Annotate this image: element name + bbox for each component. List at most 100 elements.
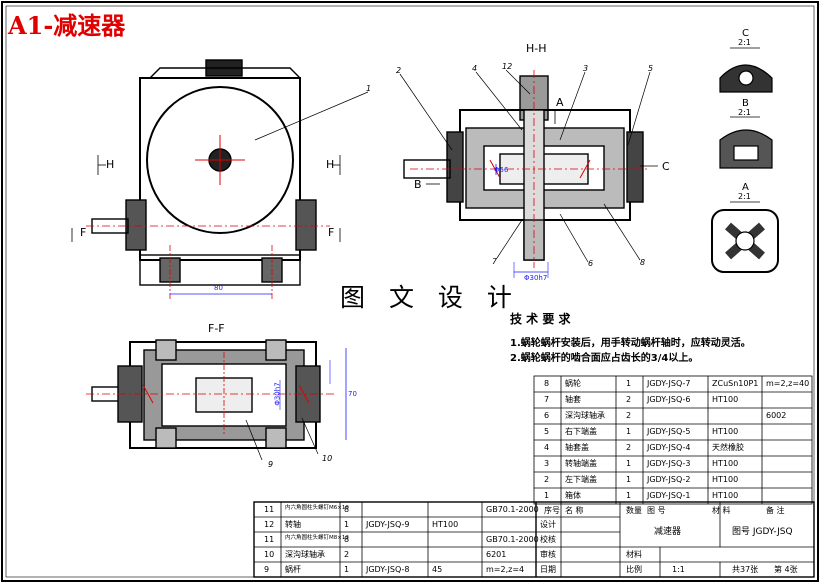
table-cell: HT100 bbox=[712, 427, 739, 436]
dimension-text: Φ56 bbox=[494, 166, 509, 174]
table-cell: 2 bbox=[626, 443, 632, 452]
balloon: 3 bbox=[583, 64, 589, 73]
table-cell: JGDY-JSQ-2 bbox=[647, 475, 691, 484]
table-cell: 12 bbox=[264, 520, 275, 529]
balloon: 5 bbox=[648, 64, 654, 73]
section-ff-view bbox=[86, 339, 347, 461]
table-cell: JGDY-JSQ-9 bbox=[366, 520, 410, 529]
table-cell: 内六角圆柱头螺钉M6×10 bbox=[285, 505, 349, 511]
tb-sheets: 共37张 bbox=[732, 565, 759, 574]
tb-material: 材料 bbox=[626, 550, 642, 559]
note-2: 2.蜗轮蜗杆的啮合面应占齿长的3/4以上。 bbox=[510, 353, 699, 364]
arrow-c: C bbox=[662, 160, 670, 173]
table-cell: 内六角圆柱头螺钉M8×12 bbox=[285, 535, 349, 541]
arrow-a: A bbox=[556, 96, 564, 109]
arrow-f-left: F bbox=[80, 226, 87, 239]
table-cell: 备 注 bbox=[766, 506, 785, 515]
view-b-label: B bbox=[742, 98, 749, 109]
table-cell: HT100 bbox=[432, 520, 459, 529]
note-1: 1.蜗轮蜗杆安装后，用手转动蜗杆轴时，应转动灵活。 bbox=[510, 338, 751, 349]
table-cell: m=2,z=40 bbox=[766, 379, 810, 388]
table-cell: 7 bbox=[544, 395, 550, 404]
table-cell: 11 bbox=[264, 505, 275, 514]
table-cell: 8 bbox=[344, 535, 350, 544]
table-cell: m=2,z=4 bbox=[486, 565, 525, 574]
bom-upper-grid bbox=[533, 375, 813, 505]
table-cell: 名 称 bbox=[565, 506, 584, 515]
view-b-scale: 2:1 bbox=[738, 108, 751, 117]
front-view bbox=[71, 59, 369, 300]
tb-drawing-no: 图号 JGDY-JSQ bbox=[732, 527, 793, 537]
tb-scale-label: 比例 bbox=[626, 565, 642, 574]
table-cell: 6 bbox=[544, 411, 550, 420]
detail-views bbox=[711, 47, 779, 273]
table-cell: 11 bbox=[264, 535, 275, 544]
table-cell: 转轴 bbox=[285, 520, 301, 529]
arrow-f-right: F bbox=[328, 226, 335, 239]
section-ff-label: F-F bbox=[208, 322, 225, 335]
tb-sheet-no: 第 4张 bbox=[774, 565, 798, 574]
table-cell: 1 bbox=[626, 475, 632, 484]
section-hh-label: H-H bbox=[526, 42, 547, 55]
balloon: 6 bbox=[588, 259, 594, 268]
table-cell: 深沟球轴承 bbox=[285, 550, 325, 559]
table-cell: 8 bbox=[544, 379, 550, 388]
section-hh-view bbox=[399, 69, 658, 278]
table-cell: GB70.1-2000 bbox=[486, 505, 539, 514]
arrow-b: B bbox=[414, 178, 422, 191]
table-cell: JGDY-JSQ-5 bbox=[647, 427, 691, 436]
notes-title: 技 术 要 求 bbox=[510, 312, 571, 326]
table-cell: 数量 bbox=[626, 506, 642, 515]
tb-check: 校核 bbox=[540, 535, 556, 544]
tb-scale: 1:1 bbox=[672, 565, 685, 574]
table-cell: 2 bbox=[626, 411, 632, 420]
table-cell: 5 bbox=[544, 427, 550, 436]
table-cell: 1 bbox=[344, 520, 350, 529]
tb-review: 审核 bbox=[540, 550, 556, 559]
table-cell: 转轴端盖 bbox=[565, 459, 597, 468]
table-cell: 6002 bbox=[766, 411, 787, 420]
table-cell: 轴套 bbox=[565, 395, 581, 404]
dimension-text: 70 bbox=[348, 390, 357, 398]
table-cell: 4 bbox=[544, 443, 550, 452]
table-cell: 1 bbox=[544, 491, 550, 500]
dimension-text: Φ30h7 bbox=[273, 382, 282, 406]
balloon: 4 bbox=[472, 64, 478, 73]
table-cell: 序号 bbox=[544, 506, 560, 515]
sheet-headline: A1-减速器 bbox=[8, 11, 126, 40]
watermark-text: 图 文 设 计 bbox=[340, 283, 520, 312]
table-cell: JGDY-JSQ-1 bbox=[647, 491, 691, 500]
table-cell: 图 号 bbox=[647, 506, 666, 515]
table-cell: 深沟球轴承 bbox=[565, 411, 605, 420]
tb-design: 设计 bbox=[540, 520, 556, 529]
table-cell: HT100 bbox=[712, 459, 739, 468]
arrow-h-right: H bbox=[326, 158, 335, 171]
table-cell: 天然橡胶 bbox=[712, 443, 744, 452]
table-cell: JGDY-JSQ-6 bbox=[647, 395, 691, 404]
table-cell: 10 bbox=[264, 550, 275, 559]
table-cell: 2 bbox=[344, 550, 350, 559]
table-cell: JGDY-JSQ-8 bbox=[366, 565, 410, 574]
table-cell: JGDY-JSQ-4 bbox=[647, 443, 691, 452]
table-cell: 蜗杆 bbox=[285, 565, 301, 574]
table-cell: 45 bbox=[432, 565, 443, 574]
table-cell: HT100 bbox=[712, 475, 739, 484]
view-c-scale: 2:1 bbox=[738, 38, 751, 47]
table-cell: 2 bbox=[626, 395, 632, 404]
balloon: 9 bbox=[268, 460, 274, 469]
table-cell: 1 bbox=[626, 427, 632, 436]
table-cell: 3 bbox=[544, 459, 550, 468]
dimension-text: Φ30h7 bbox=[524, 274, 548, 282]
table-cell: JGDY-JSQ-7 bbox=[647, 379, 691, 388]
balloon: 1 bbox=[366, 84, 372, 93]
tb-date: 日期 bbox=[540, 565, 556, 574]
balloon: 7 bbox=[492, 257, 498, 266]
table-cell: HT100 bbox=[712, 395, 739, 404]
table-cell: 箱体 bbox=[565, 491, 581, 500]
table-cell: GB70.1-2000 bbox=[486, 535, 539, 544]
view-c-label: C bbox=[742, 28, 749, 39]
table-cell: 蜗轮 bbox=[565, 379, 581, 388]
bom-lower-grid bbox=[253, 501, 815, 578]
table-cell: 轴套盖 bbox=[565, 443, 589, 452]
